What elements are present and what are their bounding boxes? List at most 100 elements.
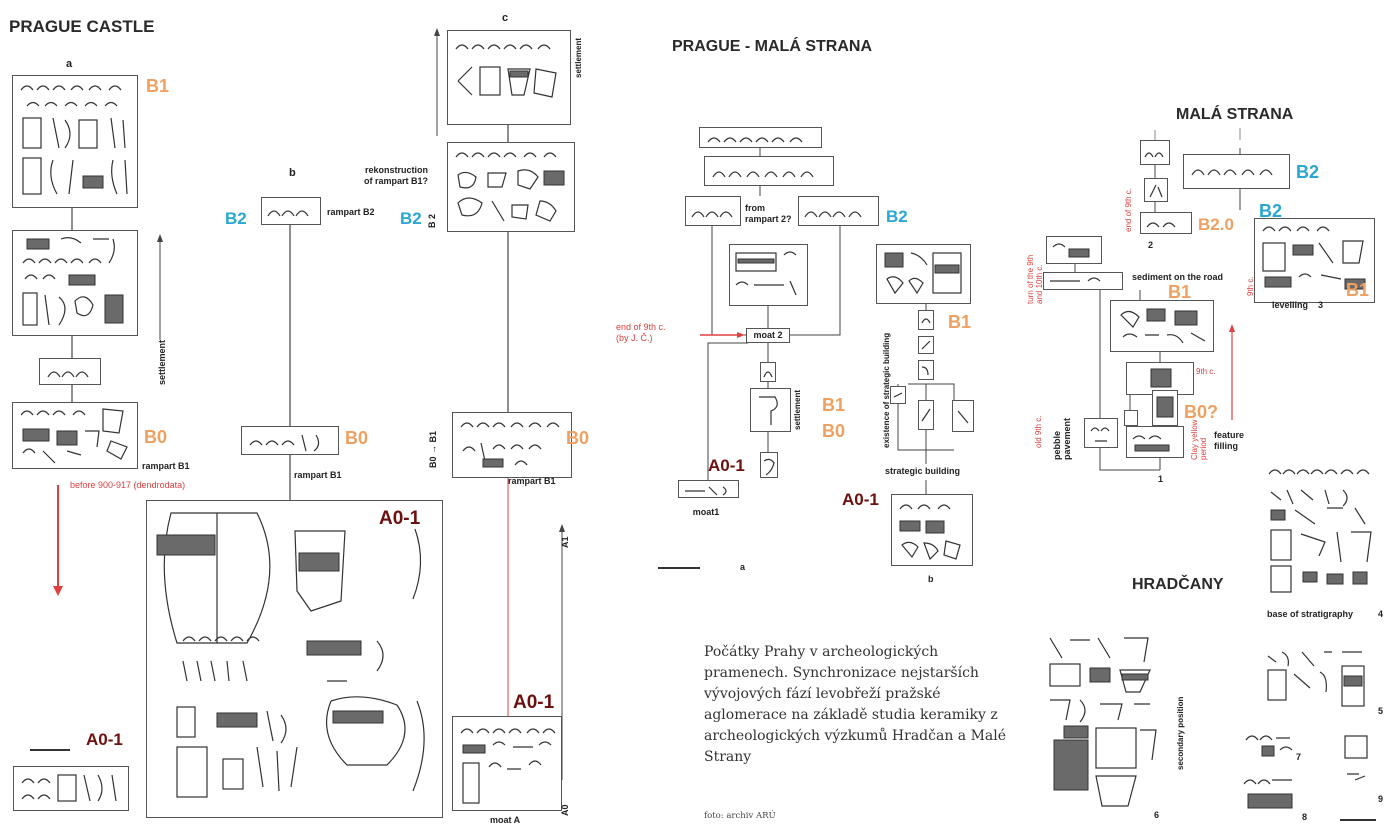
mr-feature-filling: feature filling <box>1214 430 1245 451</box>
sherd-drawings <box>685 486 727 496</box>
ms-panel-b2 <box>918 310 934 330</box>
hr-panel-7 <box>1242 726 1304 762</box>
phase-code-a01-left: A0-1 <box>86 730 123 749</box>
sherd-drawings <box>712 171 814 178</box>
sherd-drawings <box>21 774 117 802</box>
hr-num-5: 5 <box>1378 706 1384 716</box>
mr-panel-10 <box>1152 390 1178 426</box>
sherd-drawings <box>759 396 778 425</box>
mr-panel-3 <box>1144 178 1168 202</box>
ms-phase-a01-a: A0-1 <box>708 456 745 475</box>
mr-panel-5 <box>1254 218 1375 303</box>
sherd-drawings <box>22 237 124 326</box>
ms-panel-6 <box>760 362 776 382</box>
settlement-label-c: settlement <box>574 37 583 78</box>
ms-label-b: b <box>928 574 934 584</box>
phase-code-b2-c: B2 <box>400 209 422 228</box>
phase-code-b1: B1 <box>146 76 170 96</box>
rampart-b1-label-c: rampart B1 <box>508 476 556 486</box>
sherd-drawings <box>707 137 803 143</box>
ms-panel-7 <box>750 388 791 432</box>
col-label-b: b <box>289 167 296 179</box>
existence-label: existence of strategic building <box>882 332 891 448</box>
phase-code-b2-b: B2 <box>225 209 247 228</box>
ms-panel-b1 <box>876 244 971 304</box>
sherd-panel-a2 <box>12 230 138 336</box>
phase-code-b0-b: B0 <box>345 428 369 448</box>
hradcany-title: HRADČANY <box>1132 576 1224 593</box>
sherd-drawings <box>460 728 556 804</box>
photo-credit: foto: archiv ARÚ <box>704 811 776 821</box>
phase-code-a01-right: A0-1 <box>513 692 555 713</box>
sherd-drawings <box>884 252 962 295</box>
hr-num-9: 9 <box>1378 794 1384 804</box>
ms-panel-3 <box>685 196 741 226</box>
phase-code-a01-main: A0-1 <box>379 508 421 529</box>
hr-panel-5 <box>1262 646 1372 714</box>
mr-panel-2 <box>1183 154 1290 189</box>
ms-phase-b2: B2 <box>886 207 908 226</box>
strategic-building-label: strategic building <box>885 466 961 476</box>
ms-panel-b7 <box>952 400 974 432</box>
ms-phase-b1-a: B1 <box>822 395 846 415</box>
col-label-a: a <box>66 58 73 70</box>
mala-strana-title: MALÁ STRANA <box>1176 106 1294 123</box>
sherd-drawings <box>899 504 961 561</box>
mr-panel-13 <box>1084 418 1118 448</box>
sherd-drawings <box>763 371 773 378</box>
mr-sediment: sediment on the road <box>1132 272 1224 282</box>
mr-phase-b2-b: B2 <box>1259 201 1283 221</box>
sherd-panel-c2 <box>447 142 575 232</box>
axis-label-a1: A1 <box>560 536 570 548</box>
sherd-drawings <box>804 211 862 218</box>
sherd-panel-a5 <box>13 766 129 811</box>
mr-phase-b2-a: B2 <box>1296 162 1320 182</box>
sherd-drawings <box>763 458 775 476</box>
sherd-panel-a4 <box>12 402 138 469</box>
ms-panel-9 <box>678 480 739 498</box>
ms-panel-b8 <box>891 494 973 566</box>
mr-panel-6 <box>1046 236 1102 264</box>
ms-panel-b6 <box>918 400 934 430</box>
sherd-drawings <box>691 211 733 218</box>
ms-settlement-label: settlement <box>793 389 802 430</box>
hr-secondary-position: secondary position <box>1176 696 1185 770</box>
mr-num-2: 2 <box>1148 240 1154 250</box>
settlement-label-a: settlement <box>157 339 167 385</box>
hr-panel-8 <box>1240 770 1300 818</box>
sherd-drawings <box>455 44 557 98</box>
sherd-panel-c1 <box>447 30 571 125</box>
mala-strana-main-title: PRAGUE - MALÁ STRANA <box>672 38 872 55</box>
rampart-b2-label: rampart B2 <box>327 207 375 217</box>
ms-phase-b1-b: B1 <box>948 312 972 332</box>
end-9th-note: end of 9th c. (by J. Č.) <box>616 322 666 343</box>
mr-num-1: 1 <box>1158 474 1164 484</box>
hr-num-6: 6 <box>1154 810 1160 820</box>
mr-9th-c: 9th c. <box>1196 367 1216 376</box>
sherd-drawings <box>20 85 128 195</box>
mr-panel-1 <box>1140 140 1170 165</box>
sherd-drawings <box>20 408 128 464</box>
sherd-drawings <box>47 371 89 378</box>
from-rampart-note: from rampart 2? <box>745 203 792 224</box>
ms-label-a: a <box>740 562 746 572</box>
rampart-b1-label-a: rampart B1 <box>142 461 190 471</box>
sherd-panel-b2 <box>241 426 339 455</box>
mr-9th-c-note: 9th c. <box>1246 276 1255 296</box>
moat1-label: moat1 <box>685 505 727 521</box>
mr-num-3: 3 <box>1318 300 1324 310</box>
before-date-note: before 900-917 (dendrodata) <box>70 480 186 490</box>
mr-clay-yellow: Clay yellow period <box>1190 419 1208 460</box>
mr-phase-b2-0: B2.0 <box>1198 215 1234 234</box>
ms-panel-5 <box>729 244 808 306</box>
sherd-panel-c4 <box>452 716 562 811</box>
hr-base-stratigraphy: base of stratigraphy <box>1267 609 1354 619</box>
sherd-panel-a1 <box>12 75 138 208</box>
ms-panel-2 <box>704 156 834 186</box>
moat-a-label: moat A <box>490 815 521 825</box>
hr-num-7: 7 <box>1296 752 1302 762</box>
hr-num-4: 4 <box>1378 609 1384 619</box>
moat2-label: moat 2 <box>746 328 790 343</box>
mr-panel-8 <box>1110 300 1214 352</box>
